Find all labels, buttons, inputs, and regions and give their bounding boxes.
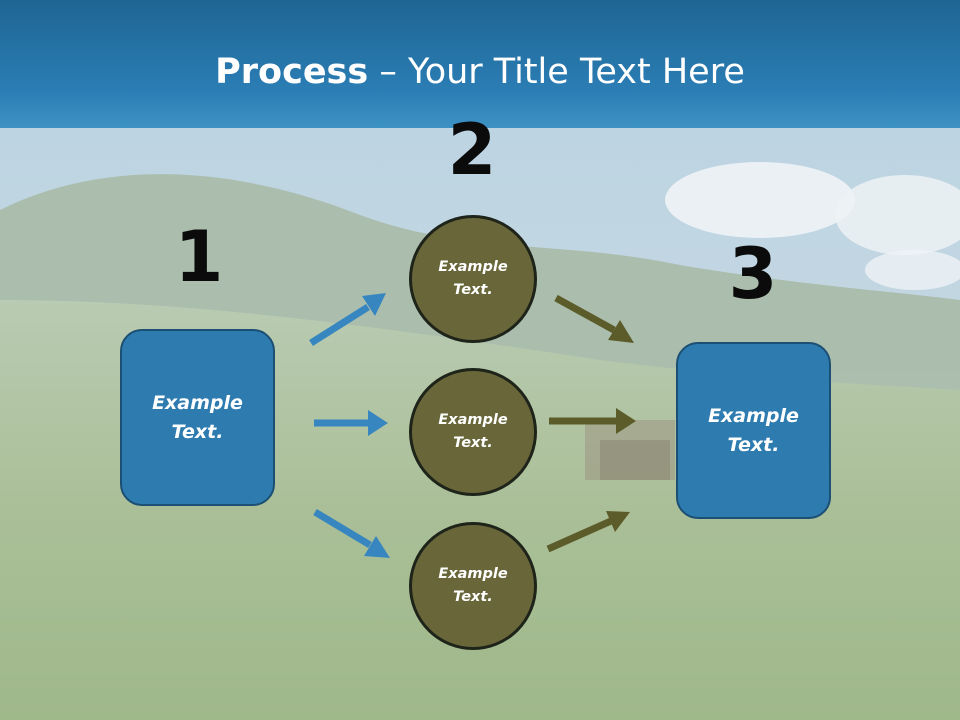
- step-1-number: 1: [174, 216, 224, 298]
- slide-title: Process – Your Title Text Here: [0, 52, 960, 92]
- title-bar: [0, 0, 960, 128]
- arrow-olive-down: [554, 294, 634, 343]
- step-2-circle-bottom-text: Example Text.: [438, 566, 508, 605]
- step-2-circle-top-text: Example Text.: [438, 259, 508, 298]
- step-3-box: Example Text.: [676, 342, 831, 519]
- step-2-circle-bottom: Example Text.: [409, 522, 537, 650]
- arrow-olive-right: [549, 408, 636, 434]
- arrow-blue-right: [314, 410, 388, 436]
- arrow-blue-up: [309, 293, 386, 346]
- step-3-number: 3: [728, 233, 778, 315]
- step-2-circle-middle: Example Text.: [409, 368, 537, 496]
- arrow-blue-down: [313, 508, 390, 558]
- arrow-olive-up: [546, 511, 630, 553]
- step-1-box: Example Text.: [120, 329, 275, 506]
- step-2-number: 2: [447, 109, 497, 191]
- title-bold: Process: [215, 52, 369, 92]
- title-rest: – Your Title Text Here: [368, 52, 745, 92]
- step-1-text: Example Text.: [152, 391, 243, 443]
- step-2-circle-middle-text: Example Text.: [438, 412, 508, 451]
- step-3-text: Example Text.: [708, 404, 799, 456]
- step-2-circle-top: Example Text.: [409, 215, 537, 343]
